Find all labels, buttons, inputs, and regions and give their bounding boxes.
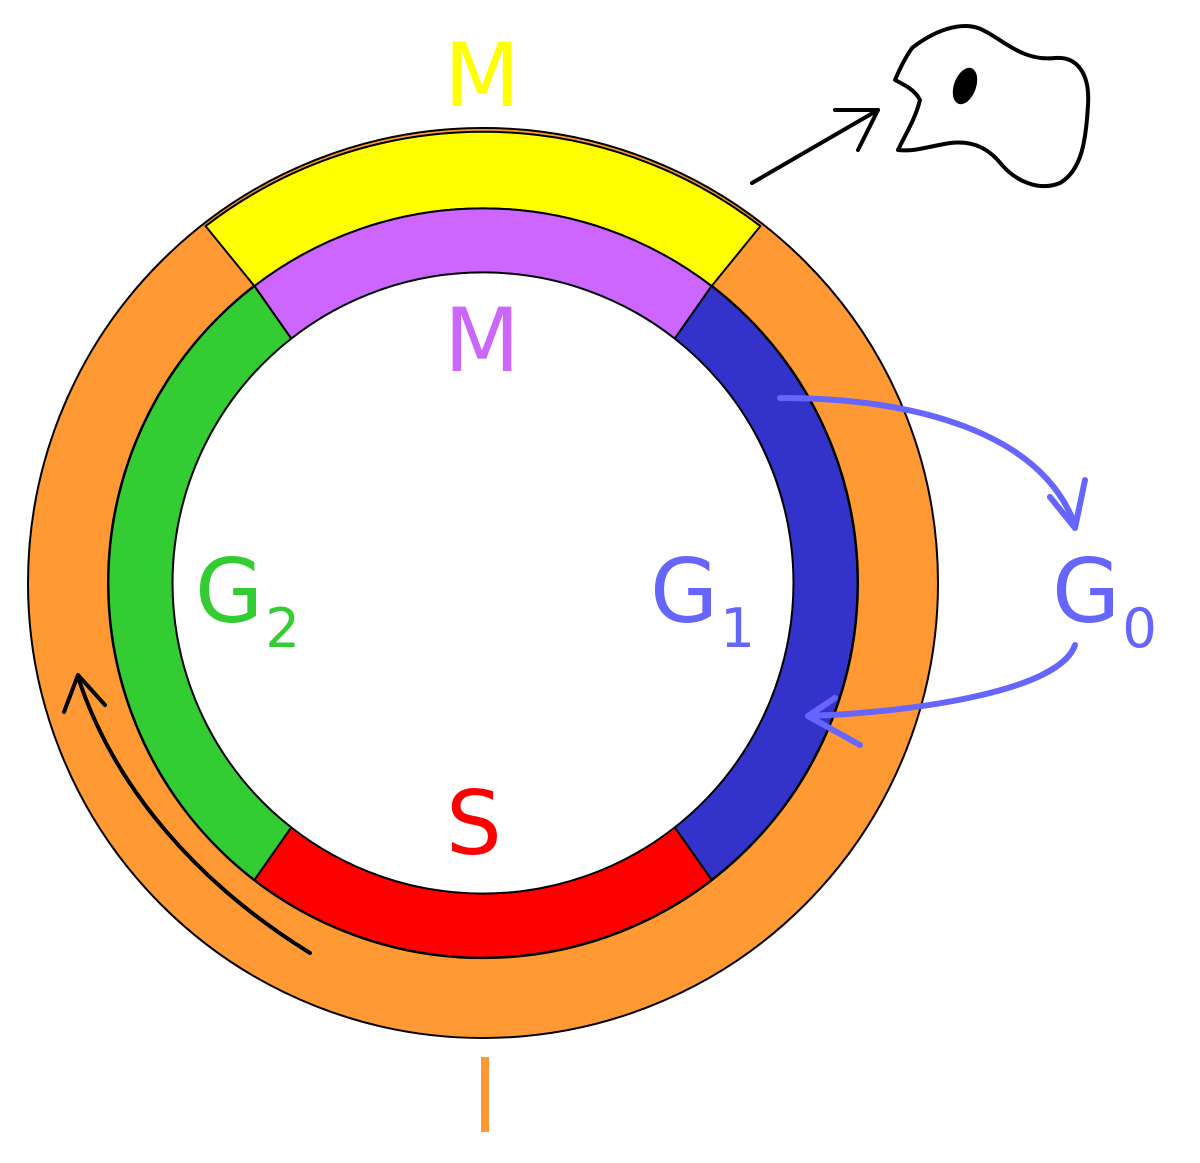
g0-transition-arrows: [777, 395, 1088, 748]
g2-label: G2: [195, 548, 300, 655]
g2-subscript: 2: [265, 595, 300, 660]
g0-to-g1-arrow-icon: [805, 642, 1078, 719]
mitosis-outer-label: M: [444, 24, 520, 127]
g1-to-g0-arrow-icon: [777, 395, 1078, 528]
g2-text: G: [195, 540, 264, 643]
cycle-direction-arrow-icon: [62, 673, 312, 955]
exit-arrow-icon: [750, 108, 880, 185]
s-text: S: [446, 772, 502, 875]
inner-ring-g2-segment: [107, 284, 293, 882]
dividing-cell-icon: [893, 24, 1091, 189]
inner-m-text: M: [444, 289, 520, 392]
inner-m-label: M: [444, 297, 520, 385]
g1-subscript: 1: [720, 595, 755, 660]
g0-subscript: 0: [1122, 595, 1157, 660]
g0-label: G0: [1052, 548, 1157, 655]
g1-text: G: [650, 540, 719, 643]
g0-text: G: [1052, 540, 1121, 643]
interphase-label: [481, 1057, 489, 1132]
g1-label: G1: [650, 548, 755, 655]
s-label: S: [446, 780, 502, 868]
